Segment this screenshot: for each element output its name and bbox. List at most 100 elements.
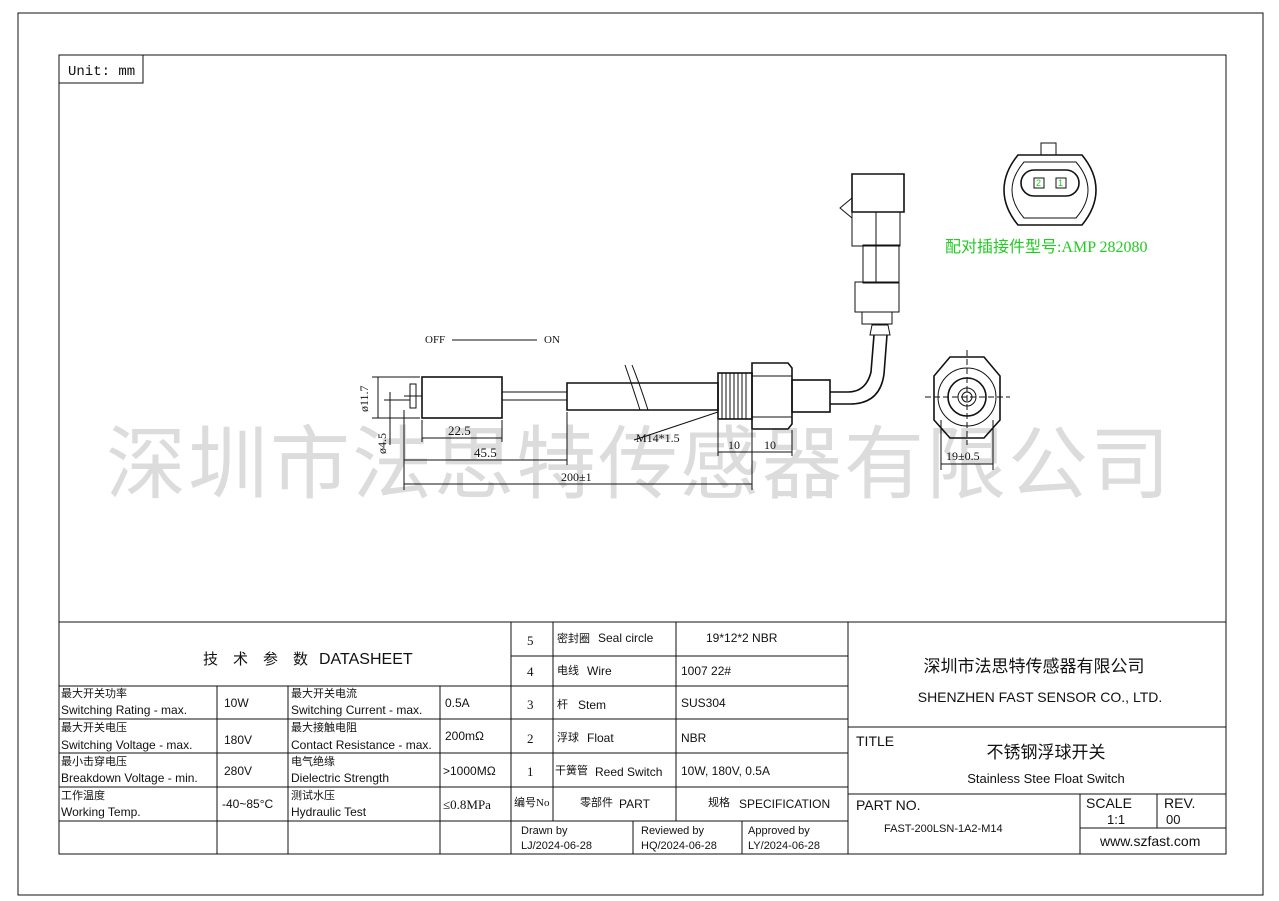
dimension-lines — [372, 376, 793, 490]
spec-value: 280V — [224, 764, 252, 778]
spec-value: >1000MΩ — [443, 764, 496, 778]
part-name-en: Stem — [578, 698, 606, 712]
dim-hex-across-flats: 19±0.5 — [946, 449, 980, 463]
part-name-cn: 电线 — [557, 663, 579, 677]
spec-value: ≤0.8MPa — [443, 797, 491, 812]
rear-stub — [791, 379, 831, 413]
datasheet-title-cn: 技 术 参 数 — [203, 651, 308, 668]
part-name-cn: 干簧管 — [555, 763, 588, 777]
dim-stem-diameter: ø4.5 — [375, 433, 389, 454]
spec-label-cn: 最大开关电压 — [61, 720, 127, 734]
dim-hex-b: 10 — [764, 438, 776, 452]
drawn-by-value: LJ/2024-06-28 — [521, 840, 592, 852]
part-name-en: Reed Switch — [595, 765, 662, 779]
approved-by-value: LY/2024-06-28 — [748, 840, 820, 852]
part-number: 1 — [527, 764, 534, 779]
part-spec: 10W, 180V, 0.5A — [681, 764, 770, 778]
part-spec: 19*12*2 NBR — [706, 631, 778, 645]
pin-2-label: 2 — [1036, 178, 1041, 188]
spec-label-cn: 电气绝缘 — [291, 754, 335, 768]
hex-end-view — [925, 350, 1010, 470]
dim-hex-a: 10 — [728, 438, 740, 452]
spec-label-en: Working Temp. — [61, 805, 141, 819]
parts-header-spec-cn: 规格 — [708, 795, 730, 809]
spec-label-en: Switching Current - max. — [291, 703, 422, 717]
dim-float-diameter: ø11.7 — [357, 385, 371, 412]
spec-label-cn: 最大接触电阻 — [291, 720, 357, 734]
part-name-en: Seal circle — [598, 631, 654, 645]
website: www.szfast.com — [1099, 833, 1200, 849]
spec-value: -40~85°C — [222, 797, 273, 811]
spec-label-en: Breakdown Voltage - min. — [61, 771, 198, 785]
spec-label-en: Dielectric Strength — [291, 771, 389, 785]
title-cn: 不锈钢浮球开关 — [987, 743, 1106, 762]
stem — [501, 391, 568, 401]
spec-value: 200mΩ — [445, 729, 484, 743]
dim-float-length: 22.5 — [448, 423, 471, 438]
pin-1-label: 1 — [1058, 178, 1063, 188]
part-spec: SUS304 — [681, 696, 726, 710]
tube-body — [566, 382, 719, 411]
dim-stem-length: 45.5 — [474, 445, 497, 460]
spec-label-en: Hydraulic Test — [291, 805, 367, 819]
dim-total-length: 200±1 — [561, 470, 592, 484]
title-block-grid — [59, 621, 1226, 854]
parts-header-part-cn: 零部件 — [580, 795, 613, 809]
spec-label-en: Contact Resistance - max. — [291, 738, 432, 752]
part-number: 2 — [527, 731, 534, 746]
reviewed-by-label: Reviewed by — [641, 825, 704, 837]
part-spec: 1007 22# — [681, 664, 731, 678]
scale-value: 1:1 — [1107, 812, 1125, 827]
title-label: TITLE — [856, 733, 894, 749]
parts-header-no: 编号No — [514, 795, 550, 809]
part-name-en: Float — [587, 731, 614, 745]
parts-header-part-en: PART — [619, 797, 651, 811]
reviewed-by-value: HQ/2024-06-28 — [641, 840, 717, 852]
part-no-value: FAST-200LSN-1A2-M14 — [884, 823, 1003, 835]
scale-label: SCALE — [1086, 795, 1132, 811]
part-name-en: Wire — [587, 664, 612, 678]
connector-housing — [851, 173, 905, 213]
part-number: 4 — [527, 664, 534, 679]
rev-label: REV. — [1164, 795, 1195, 811]
part-number: 5 — [527, 633, 534, 648]
thread-section — [717, 372, 753, 420]
datasheet-rows: 最大开关功率 Switching Rating - max. 10W 最大开关电… — [61, 686, 496, 819]
signoff-row: Drawn by LJ/2024-06-28 Reviewed by HQ/20… — [521, 825, 820, 852]
float-body — [421, 376, 503, 419]
spec-label-cn: 测试水压 — [291, 789, 335, 802]
spec-label-cn: 最大开关电流 — [291, 686, 357, 700]
spec-label-cn: 工作温度 — [61, 788, 105, 802]
dim-thread: M14*1.5 — [636, 431, 680, 445]
inner-frame — [58, 54, 1227, 855]
title-en: Stainless Stee Float Switch — [967, 771, 1125, 786]
outer-frame — [17, 12, 1264, 896]
drawn-by-label: Drawn by — [521, 825, 568, 837]
rev-value: 00 — [1166, 812, 1180, 827]
part-no-label: PART NO. — [856, 797, 921, 813]
parts-list: 5 密封圈 Seal circle 19*12*2 NBR 4 电线 Wire … — [514, 631, 830, 811]
state-off-label: OFF — [425, 334, 445, 346]
part-name-cn: 密封圈 — [557, 631, 590, 645]
unit-label: Unit: mm — [68, 64, 135, 80]
part-number: 3 — [527, 697, 534, 712]
company-name-cn: 深圳市法思特传感器有限公司 — [924, 657, 1145, 676]
spec-label-cn: 最小击穿电压 — [61, 754, 127, 768]
spec-label-en: Switching Voltage - max. — [61, 738, 192, 752]
state-on-label: ON — [544, 334, 560, 346]
connector-front-view: 2 1 — [1003, 142, 1097, 226]
company-name-en: SHENZHEN FAST SENSOR CO., LTD. — [918, 689, 1163, 705]
part-name-cn: 浮球 — [557, 730, 579, 744]
switch-side-view — [404, 173, 905, 430]
approved-by-label: Approved by — [748, 825, 810, 837]
spec-label-cn: 最大开关功率 — [61, 686, 127, 700]
hex-nut — [751, 362, 793, 430]
connector-model-note: 配对插接件型号:AMP 282080 — [945, 238, 1148, 256]
spec-value: 0.5A — [445, 696, 470, 710]
part-name-cn: 杆 — [557, 697, 568, 711]
datasheet-title-en: DATASHEET — [319, 651, 413, 668]
spec-label-en: Switching Rating - max. — [61, 703, 187, 717]
unit-box — [58, 54, 144, 84]
part-spec: NBR — [681, 731, 707, 745]
